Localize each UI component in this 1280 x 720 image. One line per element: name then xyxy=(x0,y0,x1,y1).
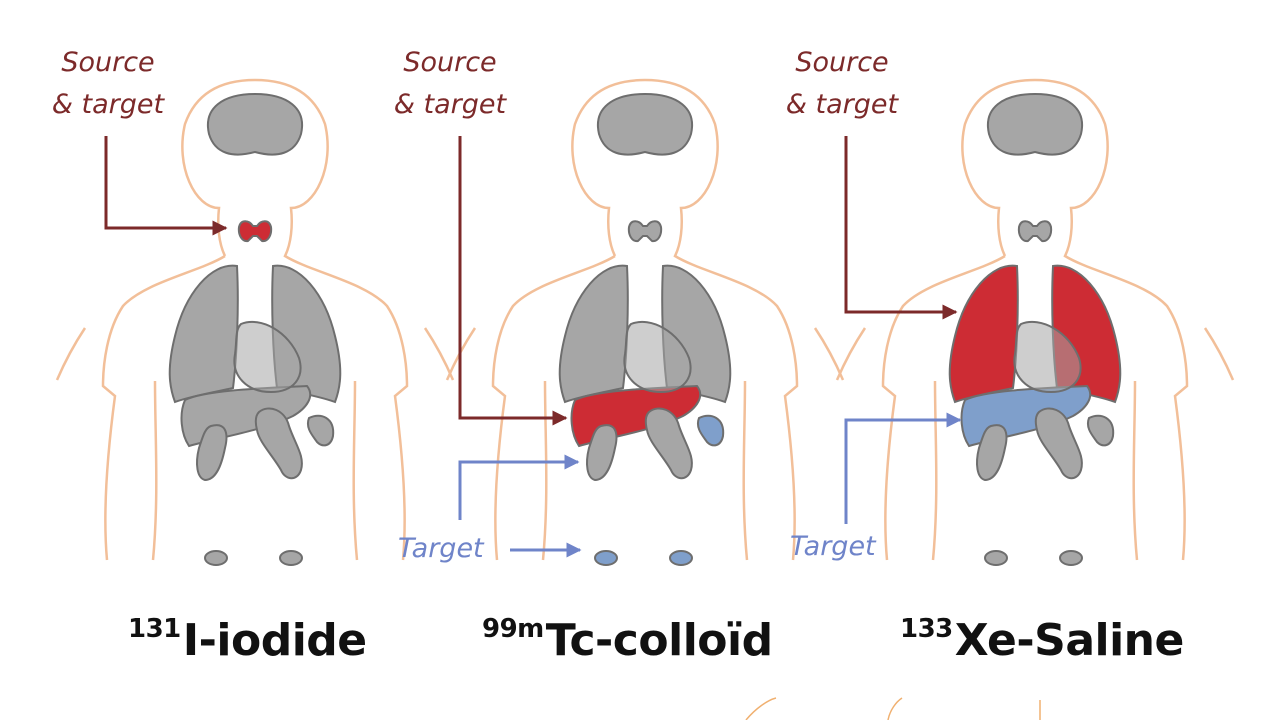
spleen-organ xyxy=(307,414,335,447)
brain-organ xyxy=(596,92,694,156)
body-figure xyxy=(55,78,455,566)
heart-organ xyxy=(233,320,302,394)
stomach-organ xyxy=(1034,407,1083,480)
source-label-line2: & target xyxy=(51,89,165,120)
isotope-mass: 99m xyxy=(482,614,544,644)
source-label: Source & target xyxy=(40,42,176,126)
pen-mark xyxy=(887,697,903,720)
source-label-line2: & target xyxy=(393,89,507,120)
compound-name: Tc-colloïd xyxy=(545,615,773,666)
target-arrow xyxy=(844,412,962,524)
source-label-line1: Source xyxy=(403,47,497,78)
heart-organ xyxy=(623,320,692,394)
kidney-l-organ xyxy=(976,424,1008,482)
source-arrow xyxy=(844,136,958,320)
spleen-organ xyxy=(697,414,725,447)
spleen-organ xyxy=(1087,414,1115,447)
radiopharmaceutical-title: 133Xe-Saline xyxy=(900,614,1184,666)
gonad-l-organ xyxy=(204,550,228,566)
thyroid-organ xyxy=(627,220,663,243)
stomach-organ xyxy=(644,407,693,480)
body-figure xyxy=(445,78,845,566)
source-arrow xyxy=(104,136,228,236)
target-arrow xyxy=(458,454,580,520)
compound-name: Xe-Saline xyxy=(954,615,1185,666)
compound-name: I-iodide xyxy=(182,615,367,666)
thyroid-organ xyxy=(237,220,273,243)
isotope-mass: 131 xyxy=(128,614,181,644)
source-label-line1: Source xyxy=(795,47,889,78)
heart-organ xyxy=(1013,320,1082,394)
body-figure xyxy=(835,78,1235,566)
isotope-mass: 133 xyxy=(900,614,953,644)
source-label: Source & target xyxy=(774,42,910,126)
brain-organ xyxy=(206,92,304,156)
gonad-l-organ xyxy=(984,550,1008,566)
source-label-line1: Source xyxy=(61,47,155,78)
source-label: Source & target xyxy=(382,42,518,126)
source-arrow xyxy=(458,136,568,426)
gonad-r-organ xyxy=(1059,550,1083,566)
lung-l-organ xyxy=(948,264,1019,404)
brain-organ xyxy=(986,92,1084,156)
lung-l-organ xyxy=(168,264,239,404)
gonad-r-organ xyxy=(279,550,303,566)
gonad-r-organ xyxy=(669,550,693,566)
thyroid-organ xyxy=(1017,220,1053,243)
radiopharmaceutical-title: 99mTc-colloïd xyxy=(482,614,773,666)
lung-l-organ xyxy=(558,264,629,404)
gonad-l-organ xyxy=(594,550,618,566)
pen-mark xyxy=(745,697,777,720)
stomach-organ xyxy=(254,407,303,480)
target-label: Target xyxy=(398,533,484,564)
radiopharmaceutical-title: 131I-iodide xyxy=(128,614,367,666)
kidney-l-organ xyxy=(196,424,228,482)
kidney-l-organ xyxy=(586,424,618,482)
source-label-line2: & target xyxy=(785,89,899,120)
target-label: Target xyxy=(790,531,876,562)
